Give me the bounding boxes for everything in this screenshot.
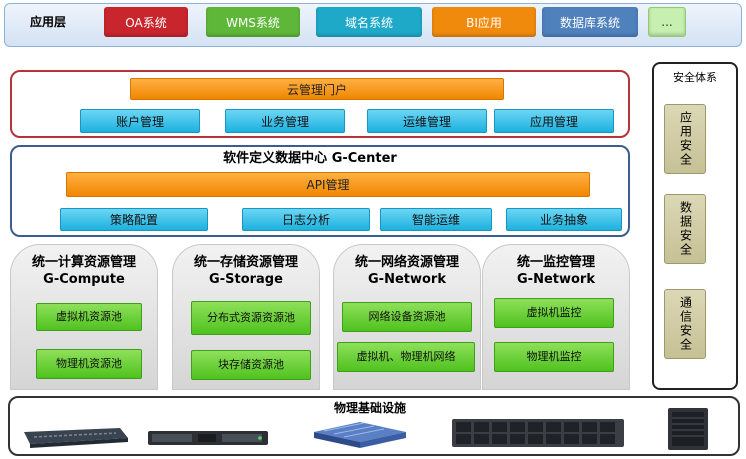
storage-block-pool[interactable]: 块存储资源池 — [191, 350, 311, 380]
compute-vm-pool[interactable]: 虚拟机资源池 — [36, 303, 142, 331]
resource-title-network-cn: 统一网络资源管理 — [354, 255, 459, 270]
cloud-item-operations[interactable]: 运维管理 — [367, 109, 487, 133]
app-button-4[interactable]: 数据库系统 — [542, 7, 638, 37]
gcenter-title: 软件定义数据中心 G-Center — [223, 151, 397, 166]
network-device-pool[interactable]: 网络设备资源池 — [342, 302, 472, 332]
cloud-item-account[interactable]: 账户管理 — [80, 109, 200, 133]
gcenter-item-policy[interactable]: 策略配置 — [60, 208, 208, 231]
gcenter-item-log[interactable]: 日志分析 — [242, 208, 370, 231]
gcenter-group — [10, 145, 630, 237]
resource-title-compute-en: G-Compute — [43, 272, 125, 287]
resource-title-storage-cn: 统一存储资源管理 — [193, 255, 298, 270]
resource-title-storage: 统一存储资源管理 G-Storage — [172, 254, 320, 288]
tower-server-icon — [668, 408, 708, 450]
security-title: 安全体系 — [673, 71, 717, 84]
resource-title-monitoring-en: G-Network — [517, 272, 595, 287]
resource-title-network-en: G-Network — [368, 272, 446, 287]
monitoring-vm[interactable]: 虚拟机监控 — [494, 298, 614, 328]
resource-title-compute: 统一计算资源管理 G-Compute — [10, 254, 158, 288]
resource-title-monitoring: 统一监控管理 G-Network — [482, 254, 630, 288]
security-application[interactable]: 应用安全 — [664, 104, 706, 174]
gcenter-item-ops[interactable]: 智能运维 — [380, 208, 492, 231]
resource-title-monitoring-cn: 统一监控管理 — [516, 255, 595, 270]
app-button-5[interactable]: ... — [648, 7, 686, 37]
rack-server-icon — [148, 431, 268, 445]
storage-distributed-pool[interactable]: 分布式资源资源池 — [191, 301, 311, 335]
application-layer-label: 应用层 — [30, 15, 67, 29]
app-button-2[interactable]: 域名系统 — [316, 7, 422, 37]
gcenter-api[interactable]: API管理 — [66, 172, 590, 197]
gcenter-item-abstraction[interactable]: 业务抽象 — [506, 208, 622, 231]
resource-title-storage-en: G-Storage — [209, 272, 283, 287]
app-button-1[interactable]: WMS系统 — [206, 7, 300, 37]
security-communication[interactable]: 通信安全 — [664, 289, 706, 359]
app-button-3[interactable]: BI应用 — [432, 7, 536, 37]
monitoring-physical[interactable]: 物理机监控 — [494, 342, 614, 372]
cloud-portal-title[interactable]: 云管理门户 — [130, 78, 504, 100]
network-vm-physical[interactable]: 虚拟机、物理机网络 — [337, 342, 475, 372]
resource-title-network: 统一网络资源管理 G-Network — [333, 254, 481, 288]
physical-title: 物理基础设施 — [333, 401, 406, 415]
app-button-0[interactable]: OA系统 — [104, 7, 188, 37]
switch-icon — [24, 428, 128, 448]
cloud-portal-group — [10, 70, 630, 138]
resource-title-compute-cn: 统一计算资源管理 — [31, 255, 136, 270]
cloud-item-application[interactable]: 应用管理 — [494, 109, 614, 133]
cloud-item-business[interactable]: 业务管理 — [225, 109, 345, 133]
security-data[interactable]: 数据安全 — [664, 194, 706, 264]
compute-physical-pool[interactable]: 物理机资源池 — [36, 349, 142, 379]
server-cluster-icon — [314, 422, 406, 448]
storage-array-icon — [452, 419, 624, 447]
